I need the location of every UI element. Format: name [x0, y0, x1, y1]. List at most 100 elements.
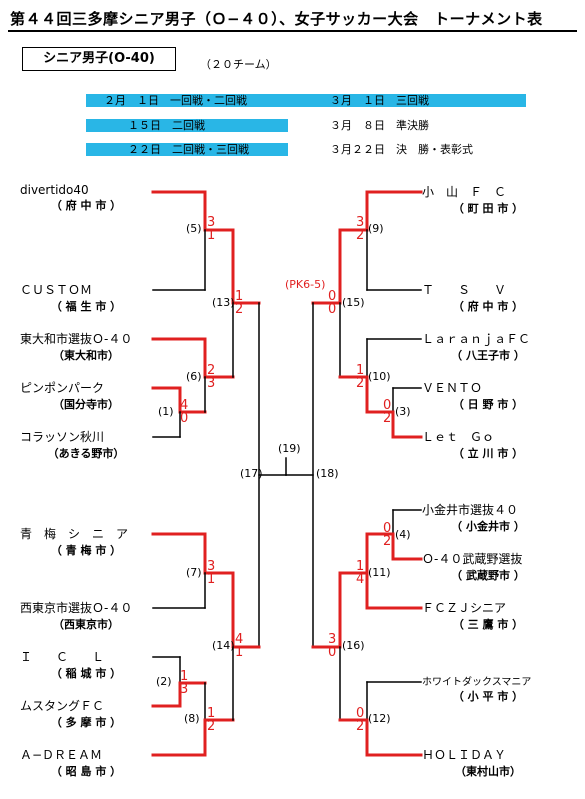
team-city: （東大和市）	[53, 349, 119, 362]
score-g12-top: 0	[356, 706, 365, 721]
score-g5-bottom: 1	[207, 228, 216, 243]
score-g7-top: 3	[207, 559, 216, 574]
schedule-3-right: ３月２２日 決 勝・表彰式	[330, 143, 473, 156]
score-g8-top: 1	[207, 706, 216, 721]
team-left-8: Ｉ Ｃ Ｌ （ 稲 城 市 ）	[20, 648, 152, 681]
game-number-6: (6)	[186, 370, 202, 383]
score-g3-top: 0	[383, 398, 392, 413]
team-city: （ 多 摩 市 ）	[50, 716, 122, 729]
score-g7-bottom: 1	[207, 572, 216, 587]
team-name: コラッソン秋川	[20, 430, 105, 444]
score-g4-bottom: 2	[383, 534, 392, 549]
team-right-5: Ｌｅｔ Ｇｏ （ 立 川 市 ）	[422, 428, 554, 461]
team-name: Ａ−ＤＲＥＡＭ	[20, 748, 103, 762]
score-g15-top: 0	[328, 289, 337, 304]
score-g14-bottom: 1	[235, 645, 244, 660]
schedule-2-right: ３月 ８日 準決勝	[330, 119, 429, 132]
team-right-7: Ｏ-４０武蔵野選抜 （ 武蔵野市 ）	[422, 550, 554, 583]
score-g16-top: 3	[328, 632, 337, 647]
score-g16-bottom: 0	[328, 645, 337, 660]
schedule-3-left: ２２日 二回戦・三回戦	[128, 143, 249, 156]
score-g11-top: 1	[356, 559, 365, 574]
team-left-4: ピンポンパーク （国分寺市）	[20, 379, 152, 412]
score-g2-bottom: 3	[180, 682, 189, 697]
game-number-2: (2)	[156, 675, 172, 688]
game-number-1: (1)	[158, 405, 174, 418]
team-name: ＦＣＺＪシニア	[422, 601, 507, 615]
game-number-17: (17)	[240, 467, 263, 480]
team-city: （ 稲 城 市 ）	[50, 667, 122, 680]
team-name: Ｔ Ｓ Ｖ	[422, 283, 507, 297]
team-left-1: divertido40 （ 府 中 市 ）	[20, 183, 152, 213]
team-city: （ 小金井市 ）	[451, 520, 525, 533]
schedule-bar-2	[86, 119, 288, 132]
team-city: （ 福 生 市 ）	[50, 300, 122, 313]
team-right-6: 小金井市選抜４０ （ 小金井市 ）	[422, 501, 554, 534]
team-name: 小金井市選抜４０	[422, 503, 519, 517]
schedule-2-left: １５日 二回戦	[128, 119, 205, 132]
score-g1-top: 4	[180, 398, 189, 413]
score-g3-bottom: 2	[383, 411, 392, 426]
team-right-4: ＶＥＮＴＯ （ 日 野 市 ）	[422, 379, 554, 412]
team-city: （東村山市）	[455, 765, 521, 778]
team-city: （ 府 中 市 ）	[50, 199, 122, 212]
game-number-18: (18)	[316, 467, 339, 480]
score-g5-top: 3	[207, 215, 216, 230]
team-name: ＨＯＬＩＤＡＹ	[422, 748, 507, 762]
team-count: （２０チーム）	[200, 58, 277, 71]
score-g13-bottom: 2	[235, 302, 244, 317]
score-g12-bottom: 2	[356, 719, 365, 734]
score-g8-bottom: 2	[207, 719, 216, 734]
team-name: ＶＥＮＴＯ	[422, 381, 483, 395]
score-g10-top: 1	[356, 363, 365, 378]
team-city: （西東京市）	[53, 618, 119, 631]
game-number-4: (4)	[395, 528, 411, 541]
team-name: ＣＵＳＴＯＭ	[20, 283, 93, 297]
game-number-14: (14)	[212, 639, 235, 652]
team-name: Ｉ Ｃ Ｌ	[20, 650, 105, 664]
team-left-5: コラッソン秋川 （あきる野市）	[20, 428, 152, 461]
team-left-6: 青 梅 シ ニ ア （ 青 梅 市 ）	[20, 525, 152, 558]
game-number-11: (11)	[368, 566, 391, 579]
team-city: （ 青 梅 市 ）	[50, 544, 122, 557]
game-number-9: (9)	[368, 222, 384, 235]
schedule-1-left: ２月 １日 一回戦・二回戦	[104, 94, 247, 107]
score-g2-top: 1	[180, 669, 189, 684]
team-name: 東大和市選抜Ｏ-４０	[20, 332, 133, 346]
score-g9-top: 3	[356, 215, 365, 230]
team-name: 小 山 Ｆ Ｃ	[422, 185, 507, 199]
team-city: （ 八王子市 ）	[451, 349, 525, 362]
score-g13-top: 1	[235, 289, 244, 304]
team-name: ムスタングＦＣ	[20, 699, 105, 713]
team-name: 青 梅 シ ニ ア	[20, 527, 129, 541]
team-left-9: ムスタングＦＣ （ 多 摩 市 ）	[20, 697, 152, 730]
team-city: （ 町 田 市 ）	[452, 202, 524, 215]
team-right-8: ＦＣＺＪシニア （ 三 鷹 市 ）	[422, 599, 554, 632]
title-divider	[8, 30, 577, 32]
team-city: （ 日 野 市 ）	[452, 398, 524, 411]
team-city: （ 小 平 市 ）	[452, 690, 524, 703]
game-number-10: (10)	[368, 370, 391, 383]
schedule-1-right: ３月 １日 三回戦	[330, 94, 429, 107]
team-city: （国分寺市）	[53, 398, 119, 411]
score-g6-bottom: 3	[207, 376, 216, 391]
schedule-bar-1	[86, 94, 526, 107]
game-number-16: (16)	[342, 639, 365, 652]
score-g14-top: 4	[235, 632, 244, 647]
game-number-15: (15)	[342, 296, 365, 309]
team-right-1: 小 山 Ｆ Ｃ （ 町 田 市 ）	[422, 183, 554, 216]
team-right-2: Ｔ Ｓ Ｖ （ 府 中 市 ）	[422, 281, 554, 314]
score-g11-bottom: 4	[356, 572, 365, 587]
team-name: ＬａｒａｎｊａＦＣ	[422, 332, 531, 346]
pk-note: (PK6-5)	[285, 278, 326, 291]
score-g4-top: 0	[383, 521, 392, 536]
team-city: （ 三 鷹 市 ）	[452, 618, 524, 631]
team-right-10: ＨＯＬＩＤＡＹ （東村山市）	[422, 746, 554, 779]
team-city: （ 府 中 市 ）	[452, 300, 524, 313]
team-name: ホワイトダックスマニア	[422, 677, 532, 688]
score-g1-bottom: 0	[180, 411, 189, 426]
game-number-13: (13)	[212, 296, 235, 309]
category-label: シニア男子(O-40)	[22, 47, 176, 71]
score-g15-bottom: 0	[328, 302, 337, 317]
